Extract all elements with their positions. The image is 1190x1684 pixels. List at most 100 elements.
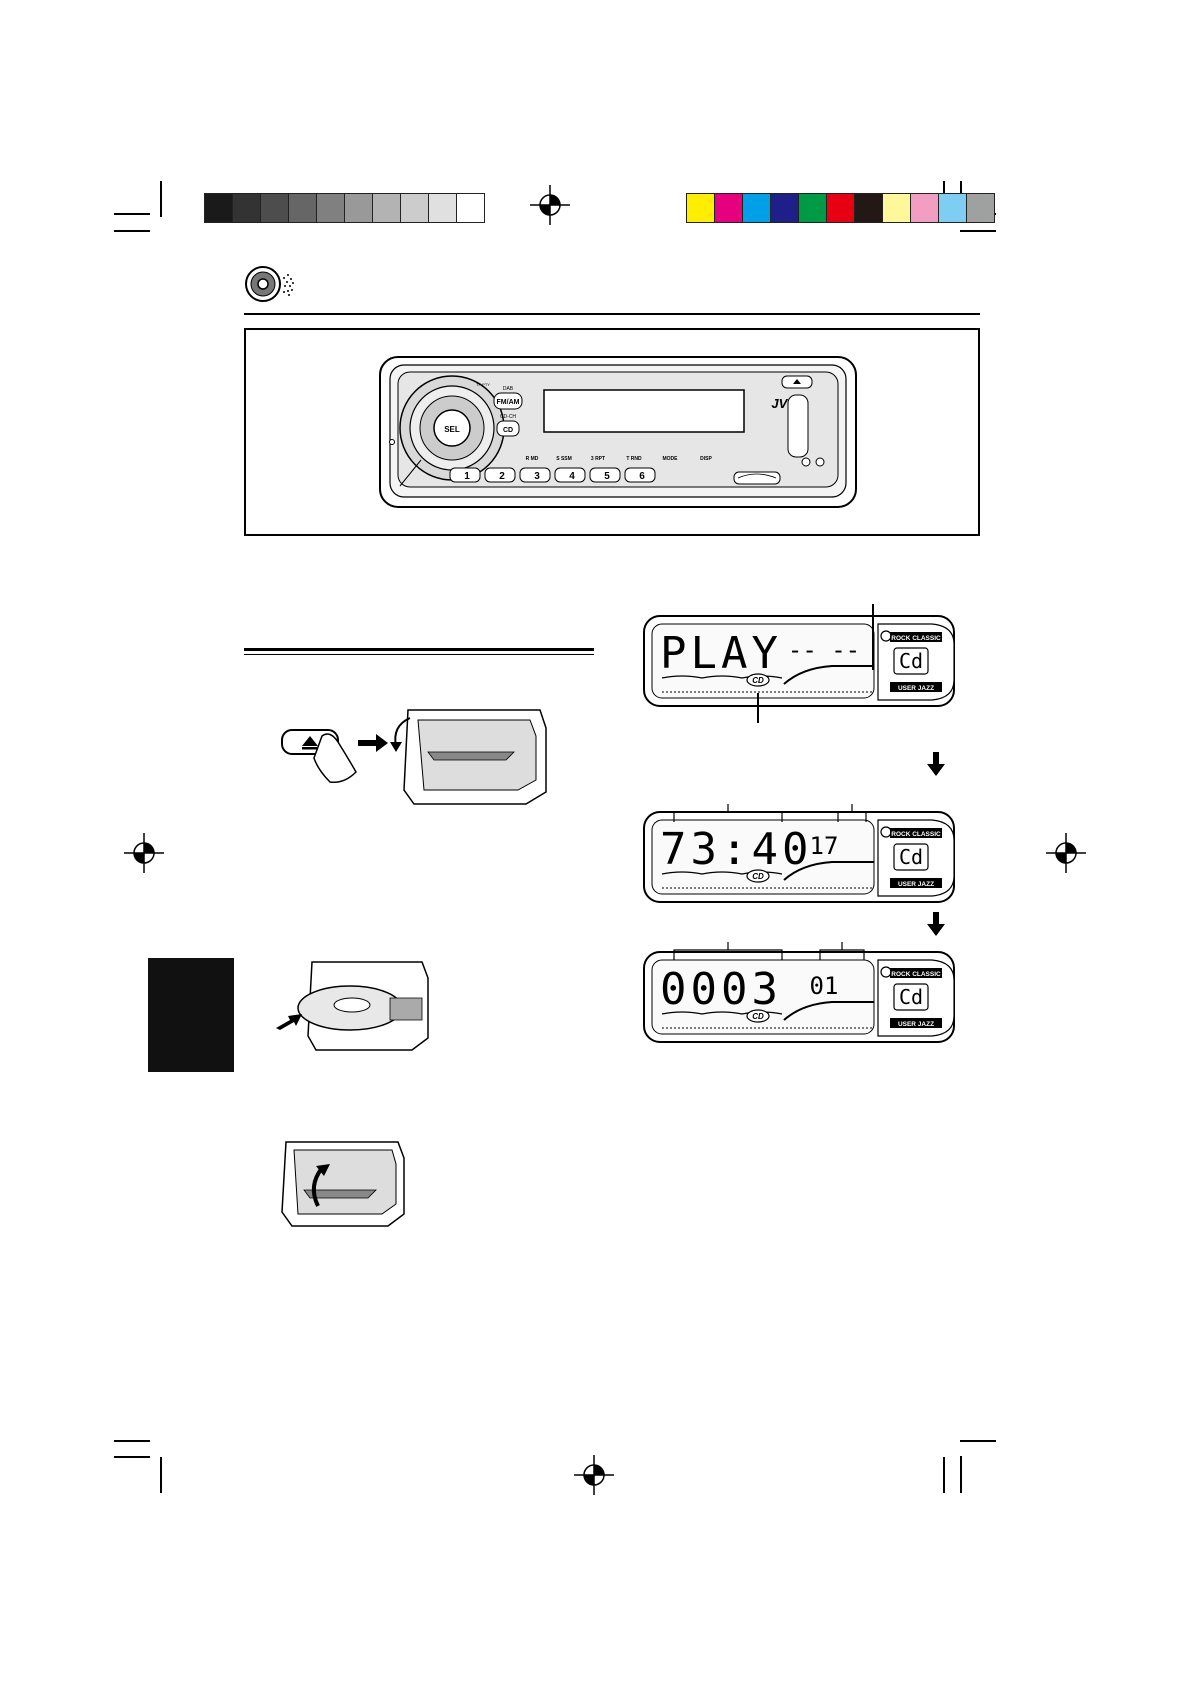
function-label: S SSM [556,456,572,462]
registration-mark-icon [124,833,164,873]
function-label: T RND [626,456,642,462]
eq-top-label: ROCK CLASSIC [891,635,941,642]
eq-bottom-band [890,682,942,692]
header-rule [244,313,980,315]
preset-button-label: 5 [604,471,610,482]
callout-line [872,604,874,670]
eq-icon [880,966,892,978]
color-swatch [967,194,994,222]
preset-button-label: 3 [534,471,540,482]
color-swatch [743,194,771,222]
color-bar [686,193,995,223]
lcd-inner [651,959,875,1035]
color-swatch [429,194,457,222]
eq-top-label: ROCK CLASSIC [891,971,941,978]
color-swatch [205,194,233,222]
color-swatch [855,194,883,222]
registration-mark-icon [1046,833,1086,873]
crop-mark [114,1440,150,1442]
source-box [893,983,929,1011]
color-swatch [715,194,743,222]
tp-pty-label: TP PTY [476,382,490,387]
source-readout: Cd [899,845,923,869]
cd-indicator-label: CD [752,676,764,685]
arrow-down-icon [927,752,945,776]
select-button-label: SEL [444,425,460,434]
bracket-callout [673,804,867,822]
color-swatch [233,194,261,222]
registration-mark-icon [574,1455,614,1495]
color-swatch [401,194,429,222]
crop-mark [960,230,996,232]
arrow-right-icon [358,734,388,752]
color-swatch [771,194,799,222]
grayscale-bar [204,193,485,223]
lcd-main-readout: 0003 [660,964,782,1015]
preset-button-label: 4 [569,471,575,482]
eq-bottom-band [890,1018,942,1028]
preset-button[interactable] [589,467,621,483]
registration-mark-icon [530,185,570,225]
eq-icon [880,826,892,838]
preset-button[interactable] [519,467,551,483]
function-label: 3 RPT [591,456,605,462]
crop-mark [960,1456,962,1493]
preset-button[interactable] [449,467,481,483]
cd-indicator-icon [746,869,770,883]
crop-mark [114,1456,150,1458]
color-swatch [799,194,827,222]
eq-bottom-label: USER JAZZ [898,1021,934,1028]
color-swatch [457,194,484,222]
cd-indicator-icon [746,1009,770,1023]
eq-bottom-band [890,878,942,888]
lcd-main-readout: PLAY [660,628,782,679]
section-rule-thin [244,654,594,655]
preset-button[interactable] [484,467,516,483]
fm-am-button-label: FM/AM [497,399,520,406]
close-panel-illustration [281,1141,405,1227]
color-swatch [317,194,345,222]
color-swatch [261,194,289,222]
eq-icon [880,630,892,642]
eq-bottom-label: USER JAZZ [898,685,934,692]
cd-indicator-label: CD [752,1012,764,1021]
eq-bottom-label: USER JAZZ [898,881,934,888]
function-label: DISP [700,456,712,462]
preset-button-label: 6 [639,471,645,482]
lcd-swoosh [783,665,874,685]
preset-button[interactable] [624,467,656,483]
lcd-mid-readout: -- -- [788,636,860,664]
source-box [893,843,929,871]
crop-mark [960,1440,996,1442]
source-readout: Cd [899,985,923,1009]
color-swatch [289,194,317,222]
color-swatch [345,194,373,222]
eq-top-band [890,828,942,838]
color-swatch [373,194,401,222]
cd-button-label: CD [503,427,513,434]
lcd-mid-readout: 01 [810,972,839,1000]
eject-step-illustration [281,709,547,805]
dab-label: DAB [503,386,514,392]
lcd-main-readout: 73:40 [660,824,812,875]
insert-disc-illustration [276,961,429,1051]
crop-mark [114,230,150,232]
color-swatch [827,194,855,222]
color-swatch [687,194,715,222]
preset-button-label: 2 [499,471,505,482]
cd-ch-label: CD-CH [500,414,516,420]
cd-disc-icon [245,266,294,302]
preset-button[interactable] [554,467,586,483]
bracket-callout [673,942,865,960]
eq-top-label: ROCK CLASSIC [891,831,941,838]
eject-icon [302,736,318,746]
crop-mark [160,181,162,217]
source-readout: Cd [899,649,923,673]
source-box [893,647,929,675]
cd-indicator-icon [746,673,770,687]
color-swatch [911,194,939,222]
callout-line [757,693,759,723]
